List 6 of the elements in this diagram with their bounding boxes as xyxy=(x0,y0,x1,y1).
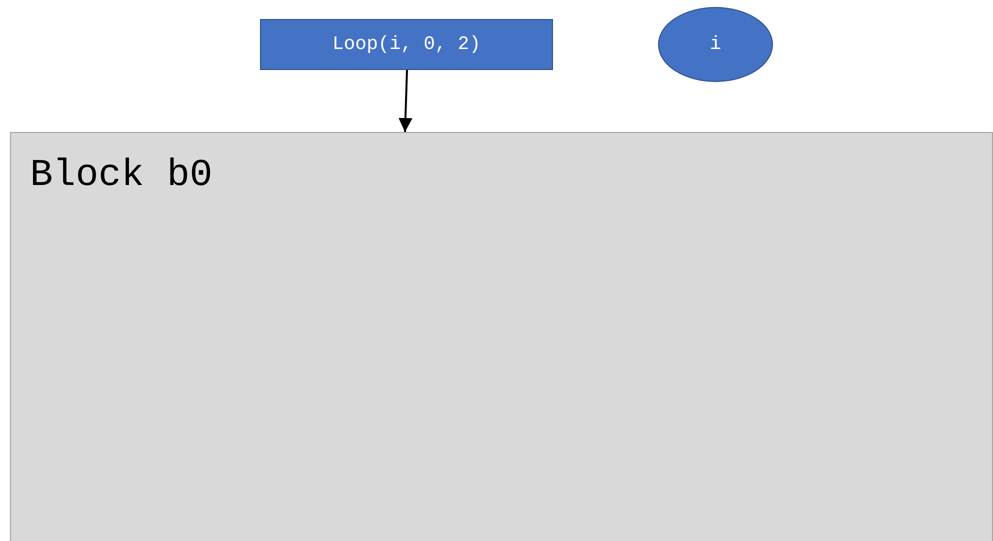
block-title: Block b0 xyxy=(30,157,212,195)
node-label: Loop(i, 0, 2) xyxy=(332,35,481,54)
node-label: i xyxy=(710,35,722,54)
loop-box xyxy=(260,19,553,70)
block-container xyxy=(10,132,993,541)
arrow xyxy=(398,70,412,132)
